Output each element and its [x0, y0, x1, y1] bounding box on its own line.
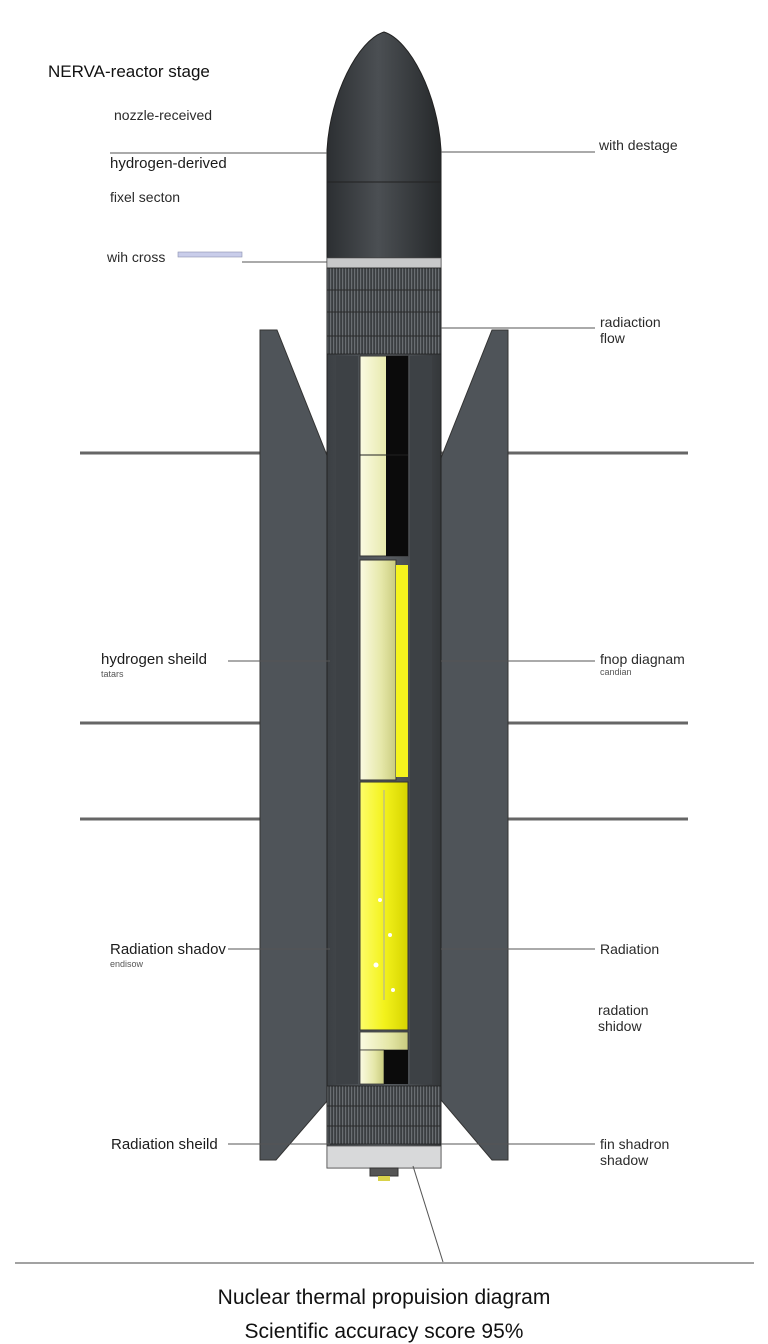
label-hydrogen-derived: hydrogen-derived — [110, 155, 227, 172]
label-fnop-diagram: fnop diagnam — [600, 651, 685, 667]
label-hydrogen-shield-sub: tatars — [101, 669, 124, 679]
nose-cone — [326, 31, 442, 259]
upper-ring — [326, 267, 442, 355]
label-cross: wih cross — [107, 249, 166, 265]
right-fin — [440, 329, 509, 1161]
label-radiation-shield: Radiation sheild — [111, 1136, 218, 1153]
fuel-elements — [359, 355, 409, 1085]
label-fin-shadron: fin shadron — [600, 1136, 670, 1152]
label-fixel-section: fixel secton — [110, 189, 181, 205]
label-fnop-diagram-sub: candian — [600, 667, 632, 677]
label-radation: radation — [598, 1002, 649, 1018]
label-flow: flow — [600, 330, 625, 346]
label-radiation: Radiation — [600, 941, 660, 957]
left-fin — [259, 329, 329, 1161]
lower-ring — [326, 1085, 442, 1145]
label-radiation-shadow: Radiation shadov — [110, 941, 226, 958]
caption-line-2: Scientific accuracy score 95% — [244, 1320, 524, 1343]
caption-line-1: Nuclear thermal propuision diagram — [217, 1286, 551, 1309]
leader-lines-right — [412, 151, 595, 1263]
label-nozzle: nozzle-received — [114, 107, 213, 123]
label-radiaction: radiaction — [600, 314, 661, 330]
label-radiation-shadow-sub: endisow — [110, 959, 144, 969]
label-hydrogen-shield: hydrogen sheild — [101, 651, 207, 668]
label-shidow: shidow — [598, 1018, 642, 1034]
diagram-title: NERVA-reactor stage — [48, 62, 210, 81]
label-with-destage: with destage — [599, 137, 678, 153]
nozzle — [369, 1167, 399, 1177]
label-shadow: shadow — [600, 1152, 649, 1168]
leader-lines-left — [110, 152, 330, 1145]
